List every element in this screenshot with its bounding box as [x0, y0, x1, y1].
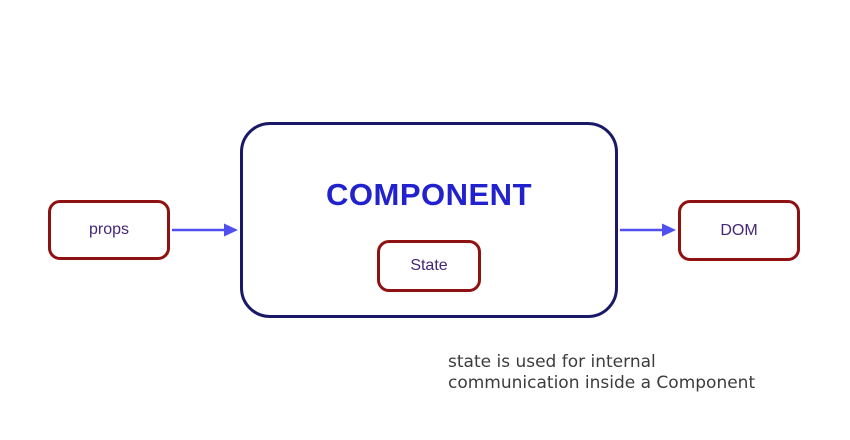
state-node-label: State [410, 257, 448, 274]
caption-line-1: state is used for internal [448, 352, 656, 372]
caption-line-2: communication inside a Component [448, 373, 756, 393]
diagram-caption: state is used for internal communication… [448, 352, 755, 394]
arrow-head [662, 223, 676, 237]
arrow-head [224, 223, 238, 237]
component-node: COMPONENT State [240, 122, 618, 318]
component-to-dom-arrow-icon [620, 223, 676, 237]
dom-node-label: DOM [720, 221, 758, 239]
props-node: props [48, 200, 170, 260]
state-node: State [377, 240, 481, 292]
props-to-component-arrow-icon [172, 223, 238, 237]
props-node-label: props [88, 221, 130, 238]
component-title: COMPONENT [326, 177, 532, 212]
dom-node: DOM [678, 200, 800, 261]
